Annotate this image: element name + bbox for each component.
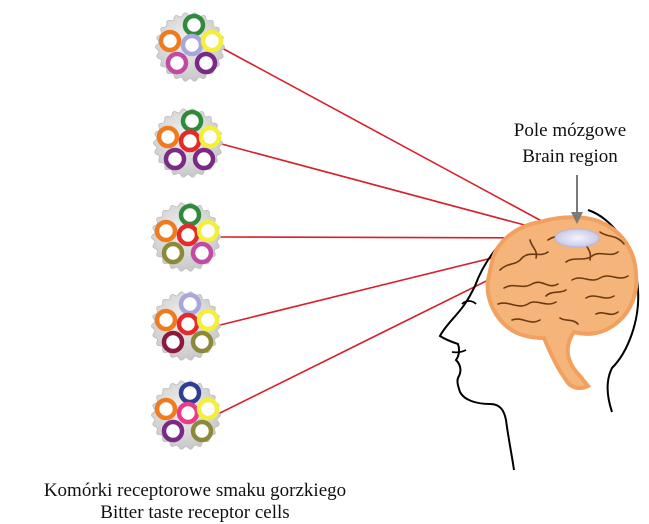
receptor-highlight: [168, 337, 174, 343]
receptor-highlight: [203, 226, 209, 232]
receptor-highlight: [187, 116, 193, 122]
receptor-highlight: [203, 404, 209, 410]
receptor-highlight: [183, 319, 189, 325]
receptor-highlight: [207, 36, 213, 42]
receptor-highlight: [161, 226, 167, 232]
receptor-highlight: [163, 132, 169, 138]
cells-label-pl: Komórki receptorowe smaku gorzkiego: [44, 480, 346, 501]
receptor-highlight: [197, 248, 203, 254]
receptor-highlight: [165, 36, 171, 42]
receptor-cell-1: [155, 13, 224, 82]
connection-line-1: [220, 47, 573, 238]
receptor-highlight: [185, 136, 191, 142]
cells-label-en: Bitter taste receptor cells: [100, 502, 289, 523]
receptor-cell-5: [151, 381, 220, 450]
brain-region-label-en: Brain region: [522, 146, 618, 167]
receptor-highlight: [203, 315, 209, 321]
receptor-cell-2: [153, 109, 222, 178]
receptor-highlight: [185, 388, 191, 394]
receptor-highlight: [187, 40, 193, 46]
receptor-highlight: [170, 154, 176, 160]
receptor-highlight: [183, 408, 189, 414]
brain-region-label-pl: Pole mózgowe: [514, 120, 626, 141]
head-illustration: [440, 210, 638, 470]
receptor-highlight: [185, 299, 191, 305]
receptor-cells: [151, 13, 224, 450]
receptor-highlight: [197, 337, 203, 343]
receptor-highlight: [205, 132, 211, 138]
receptor-highlight: [197, 426, 203, 432]
receptor-cell-4: [151, 292, 220, 361]
receptor-highlight: [201, 58, 207, 64]
receptor-highlight: [161, 404, 167, 410]
receptor-highlight: [199, 154, 205, 160]
receptor-cell-3: [151, 203, 220, 272]
receptor-highlight: [168, 426, 174, 432]
receptor-highlight: [189, 20, 195, 26]
brain-region-highlight: [555, 229, 599, 247]
connection-line-2: [218, 143, 573, 238]
receptor-highlight: [183, 230, 189, 236]
receptor-highlight: [185, 210, 191, 216]
receptor-highlight: [161, 315, 167, 321]
receptor-highlight: [172, 58, 178, 64]
receptor-highlight: [168, 248, 174, 254]
